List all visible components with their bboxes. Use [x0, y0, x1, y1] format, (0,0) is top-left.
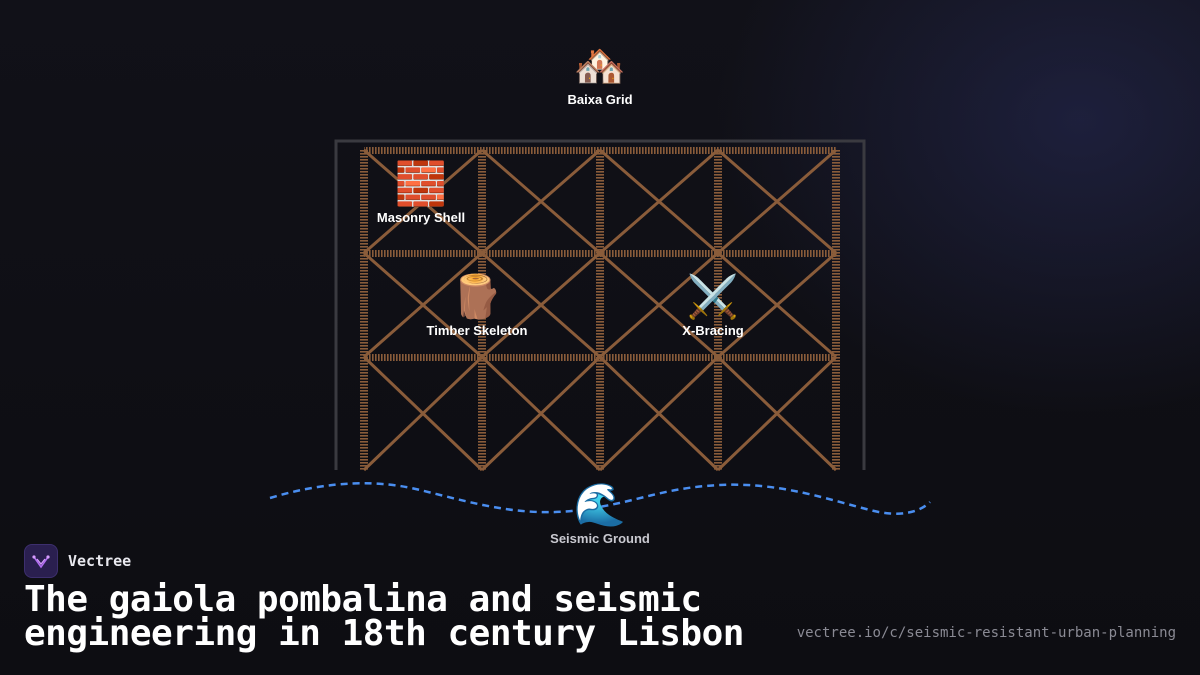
houses-icon: 🏘️: [573, 41, 627, 90]
node-baixa-grid: 🏘️ Baixa Grid: [567, 41, 633, 108]
node-label: Baixa Grid: [567, 92, 633, 107]
wood-log-icon: 🪵: [450, 272, 504, 321]
brick-icon: 🧱: [394, 159, 448, 208]
page-title: The gaiola pombalina and seismic enginee…: [24, 579, 744, 654]
seismic-wave-line: [269, 482, 931, 515]
crossed-swords-icon: ⚔️: [686, 272, 740, 321]
node-label: X-Bracing: [682, 323, 744, 338]
vertical-posts: [360, 150, 840, 470]
brand-name: Vectree: [68, 552, 132, 570]
node-x-bracing: ⚔️ X-Bracing: [682, 272, 744, 339]
vectree-logo-icon: [24, 544, 58, 578]
node-masonry-shell: 🧱 Masonry Shell: [376, 159, 466, 226]
diagonal-braces: [362, 148, 838, 472]
wave-icon: 🌊: [573, 480, 627, 529]
node-seismic-ground: 🌊 Seismic Ground: [550, 480, 650, 547]
node-label: Masonry Shell: [376, 210, 466, 225]
building-outline: [334, 139, 866, 470]
node-label: Seismic Ground: [550, 531, 650, 546]
node-timber-skeleton: 🪵 Timber Skeleton: [426, 272, 528, 339]
brand: Vectree: [24, 544, 131, 578]
source-url[interactable]: vectree.io/c/seismic-resistant-urban-pla…: [796, 625, 1176, 641]
node-label: Timber Skeleton: [426, 323, 528, 338]
